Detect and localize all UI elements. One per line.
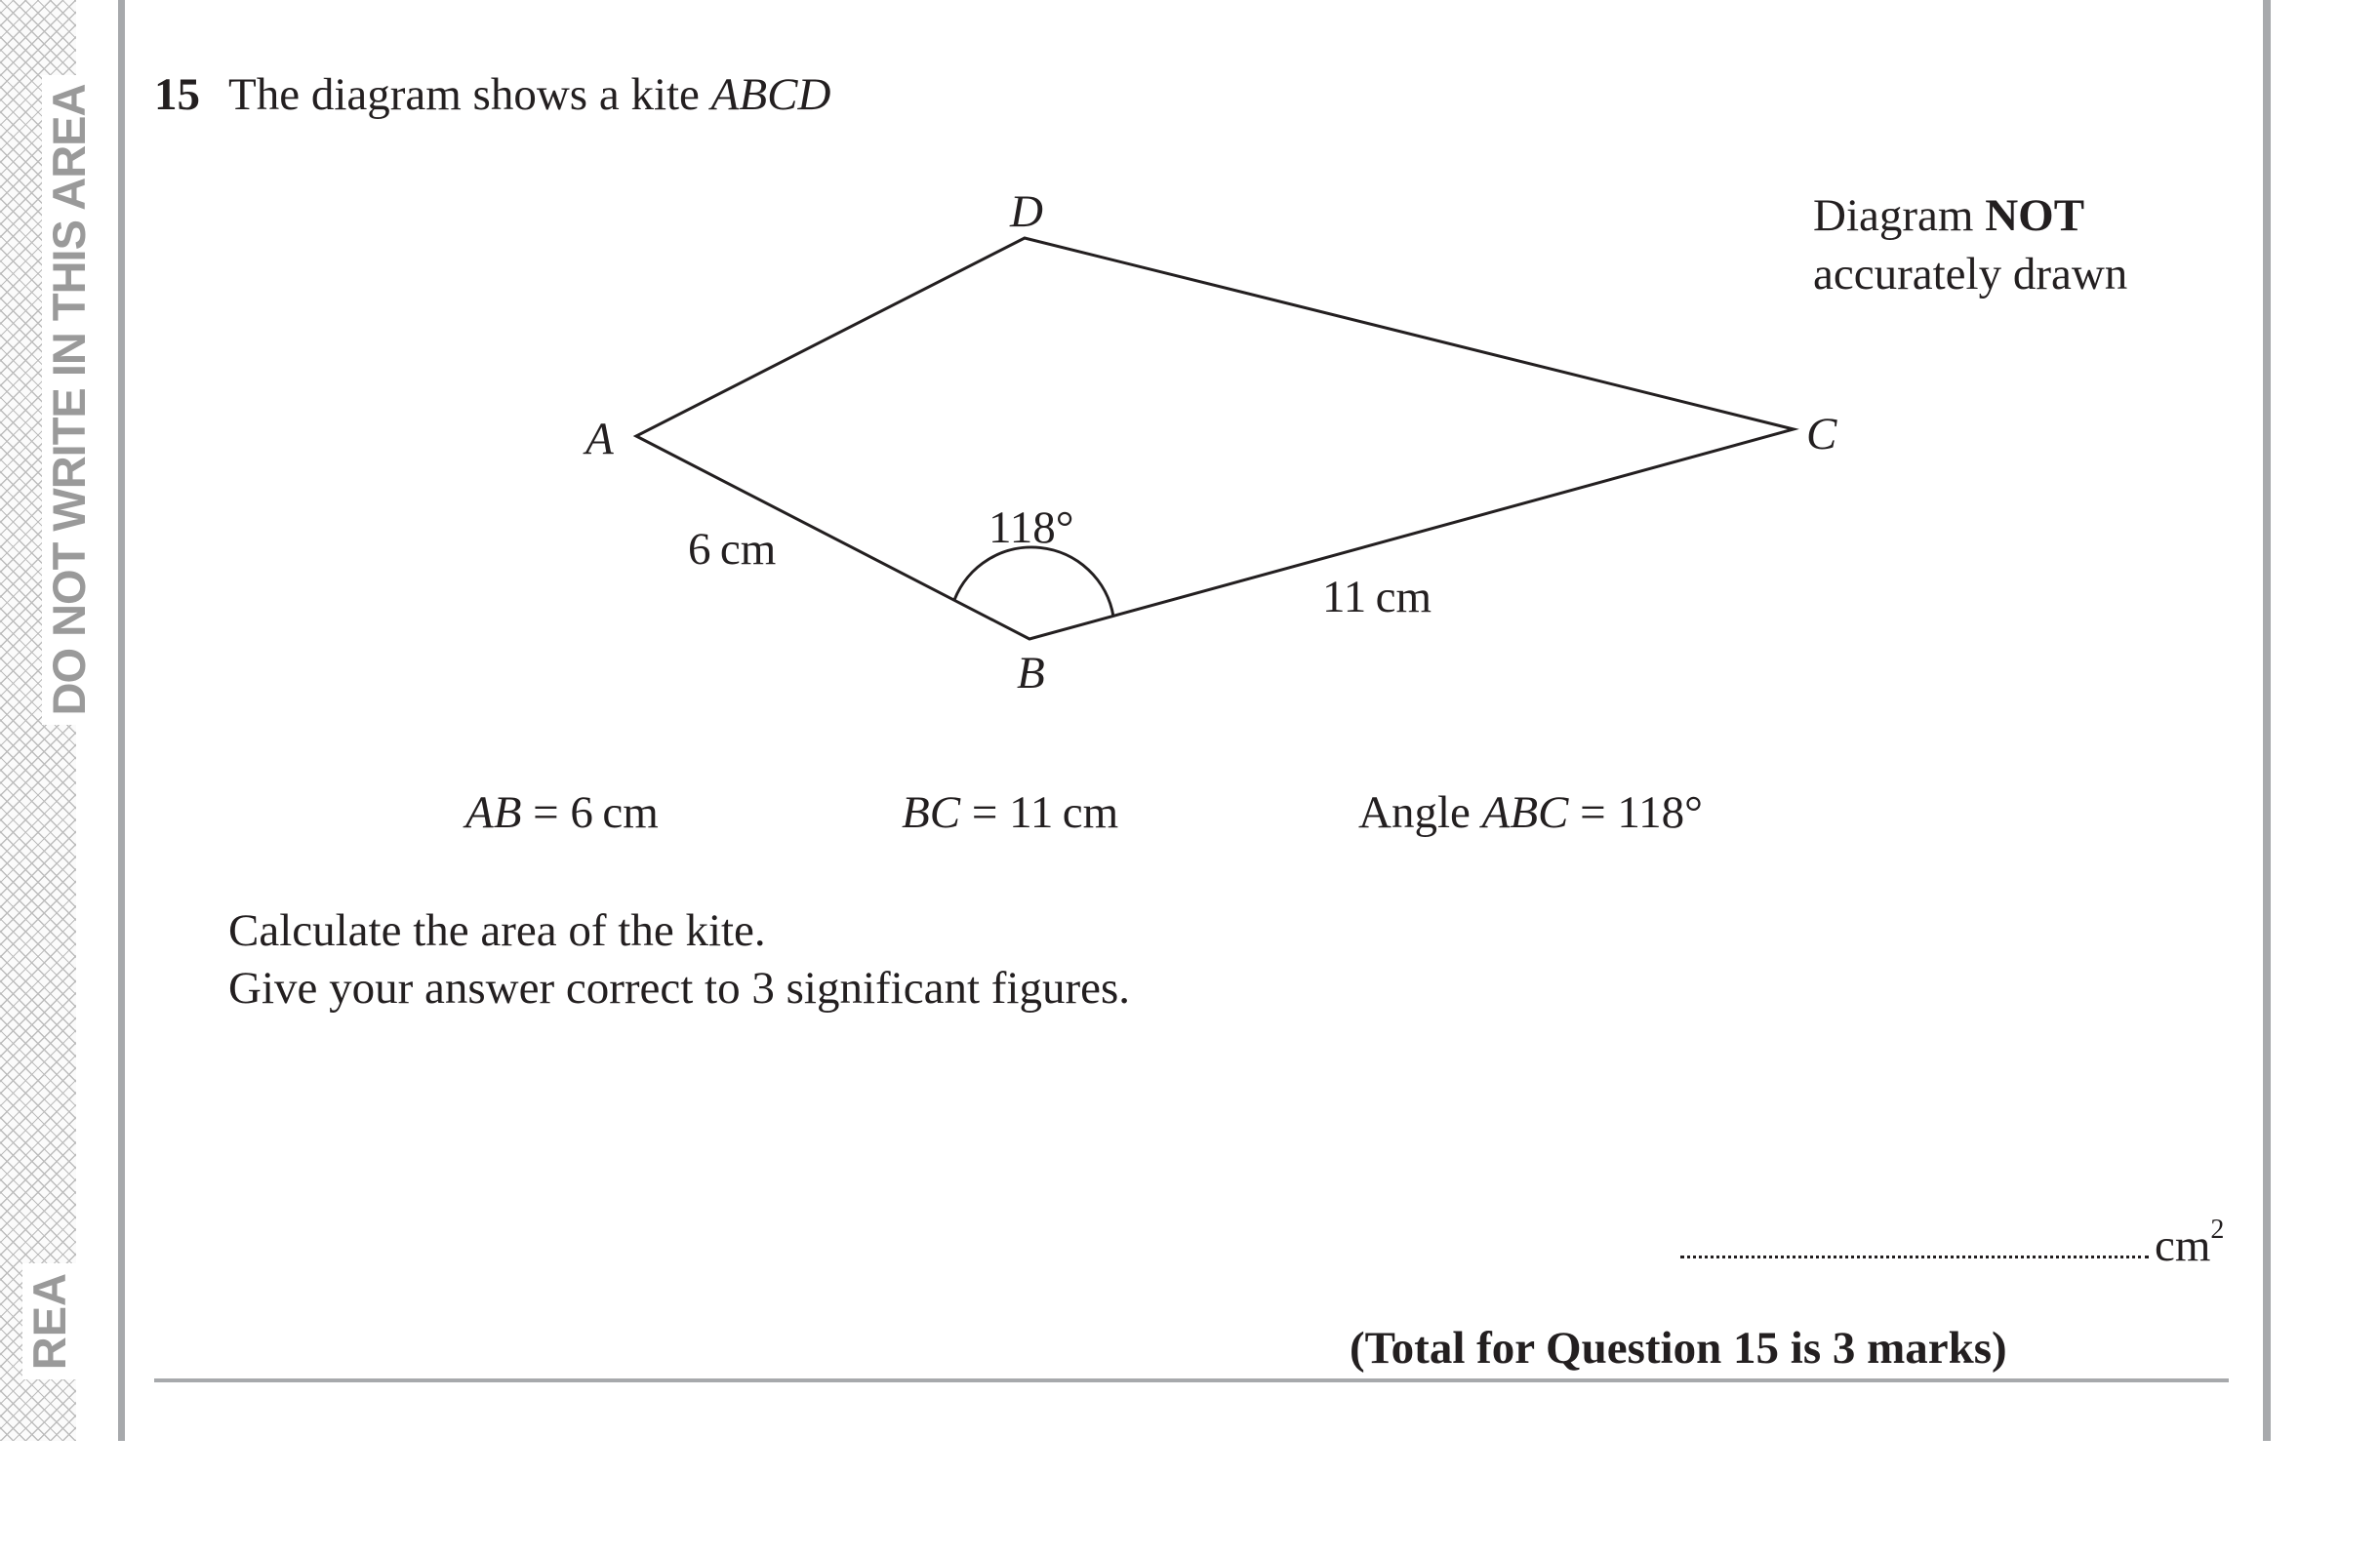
page-frame-right — [2263, 0, 2271, 1441]
angle-label-b: 118° — [988, 502, 1074, 553]
vertex-label-c: C — [1806, 409, 1837, 459]
question-number: 15 — [154, 69, 200, 120]
given-ab: AB = 6 cm — [465, 787, 659, 838]
kite-outline — [632, 236, 1799, 641]
question-instructions: Calculate the area of the kite. Give you… — [228, 902, 1130, 1017]
answer-line[interactable] — [1680, 1256, 2149, 1258]
question-stem: The diagram shows a kite ABCD — [228, 69, 831, 120]
vertex-label-b: B — [1017, 648, 1045, 698]
given-angle: Angle ABC = 118° — [1358, 787, 1703, 838]
side-label-bc: 11 cm — [1322, 572, 1432, 622]
angle-arc — [952, 545, 1115, 618]
shape-name: ABCD — [710, 69, 831, 120]
vertex-label-a: A — [583, 414, 614, 464]
vertex-label-d: D — [1009, 186, 1043, 237]
side-label-ab: 6 cm — [688, 524, 776, 575]
kite-diagram: D A C B 6 cm 11 cm 118° — [583, 186, 1837, 698]
page-frame-left — [118, 0, 125, 1441]
total-marks: (Total for Question 15 is 3 marks) — [1350, 1323, 2007, 1374]
disclaimer-bold: NOT — [1985, 190, 2085, 241]
given-bc: BC = 11 cm — [902, 787, 1119, 838]
answer-unit: cm2 — [2155, 1215, 2225, 1271]
instruction-line-1: Calculate the area of the kite. — [228, 905, 766, 956]
diagram-disclaimer: Diagram NOT accurately drawn — [1813, 190, 2128, 299]
question-separator-rule — [154, 1378, 2229, 1382]
instruction-line-2: Give your answer correct to 3 significan… — [228, 963, 1131, 1014]
